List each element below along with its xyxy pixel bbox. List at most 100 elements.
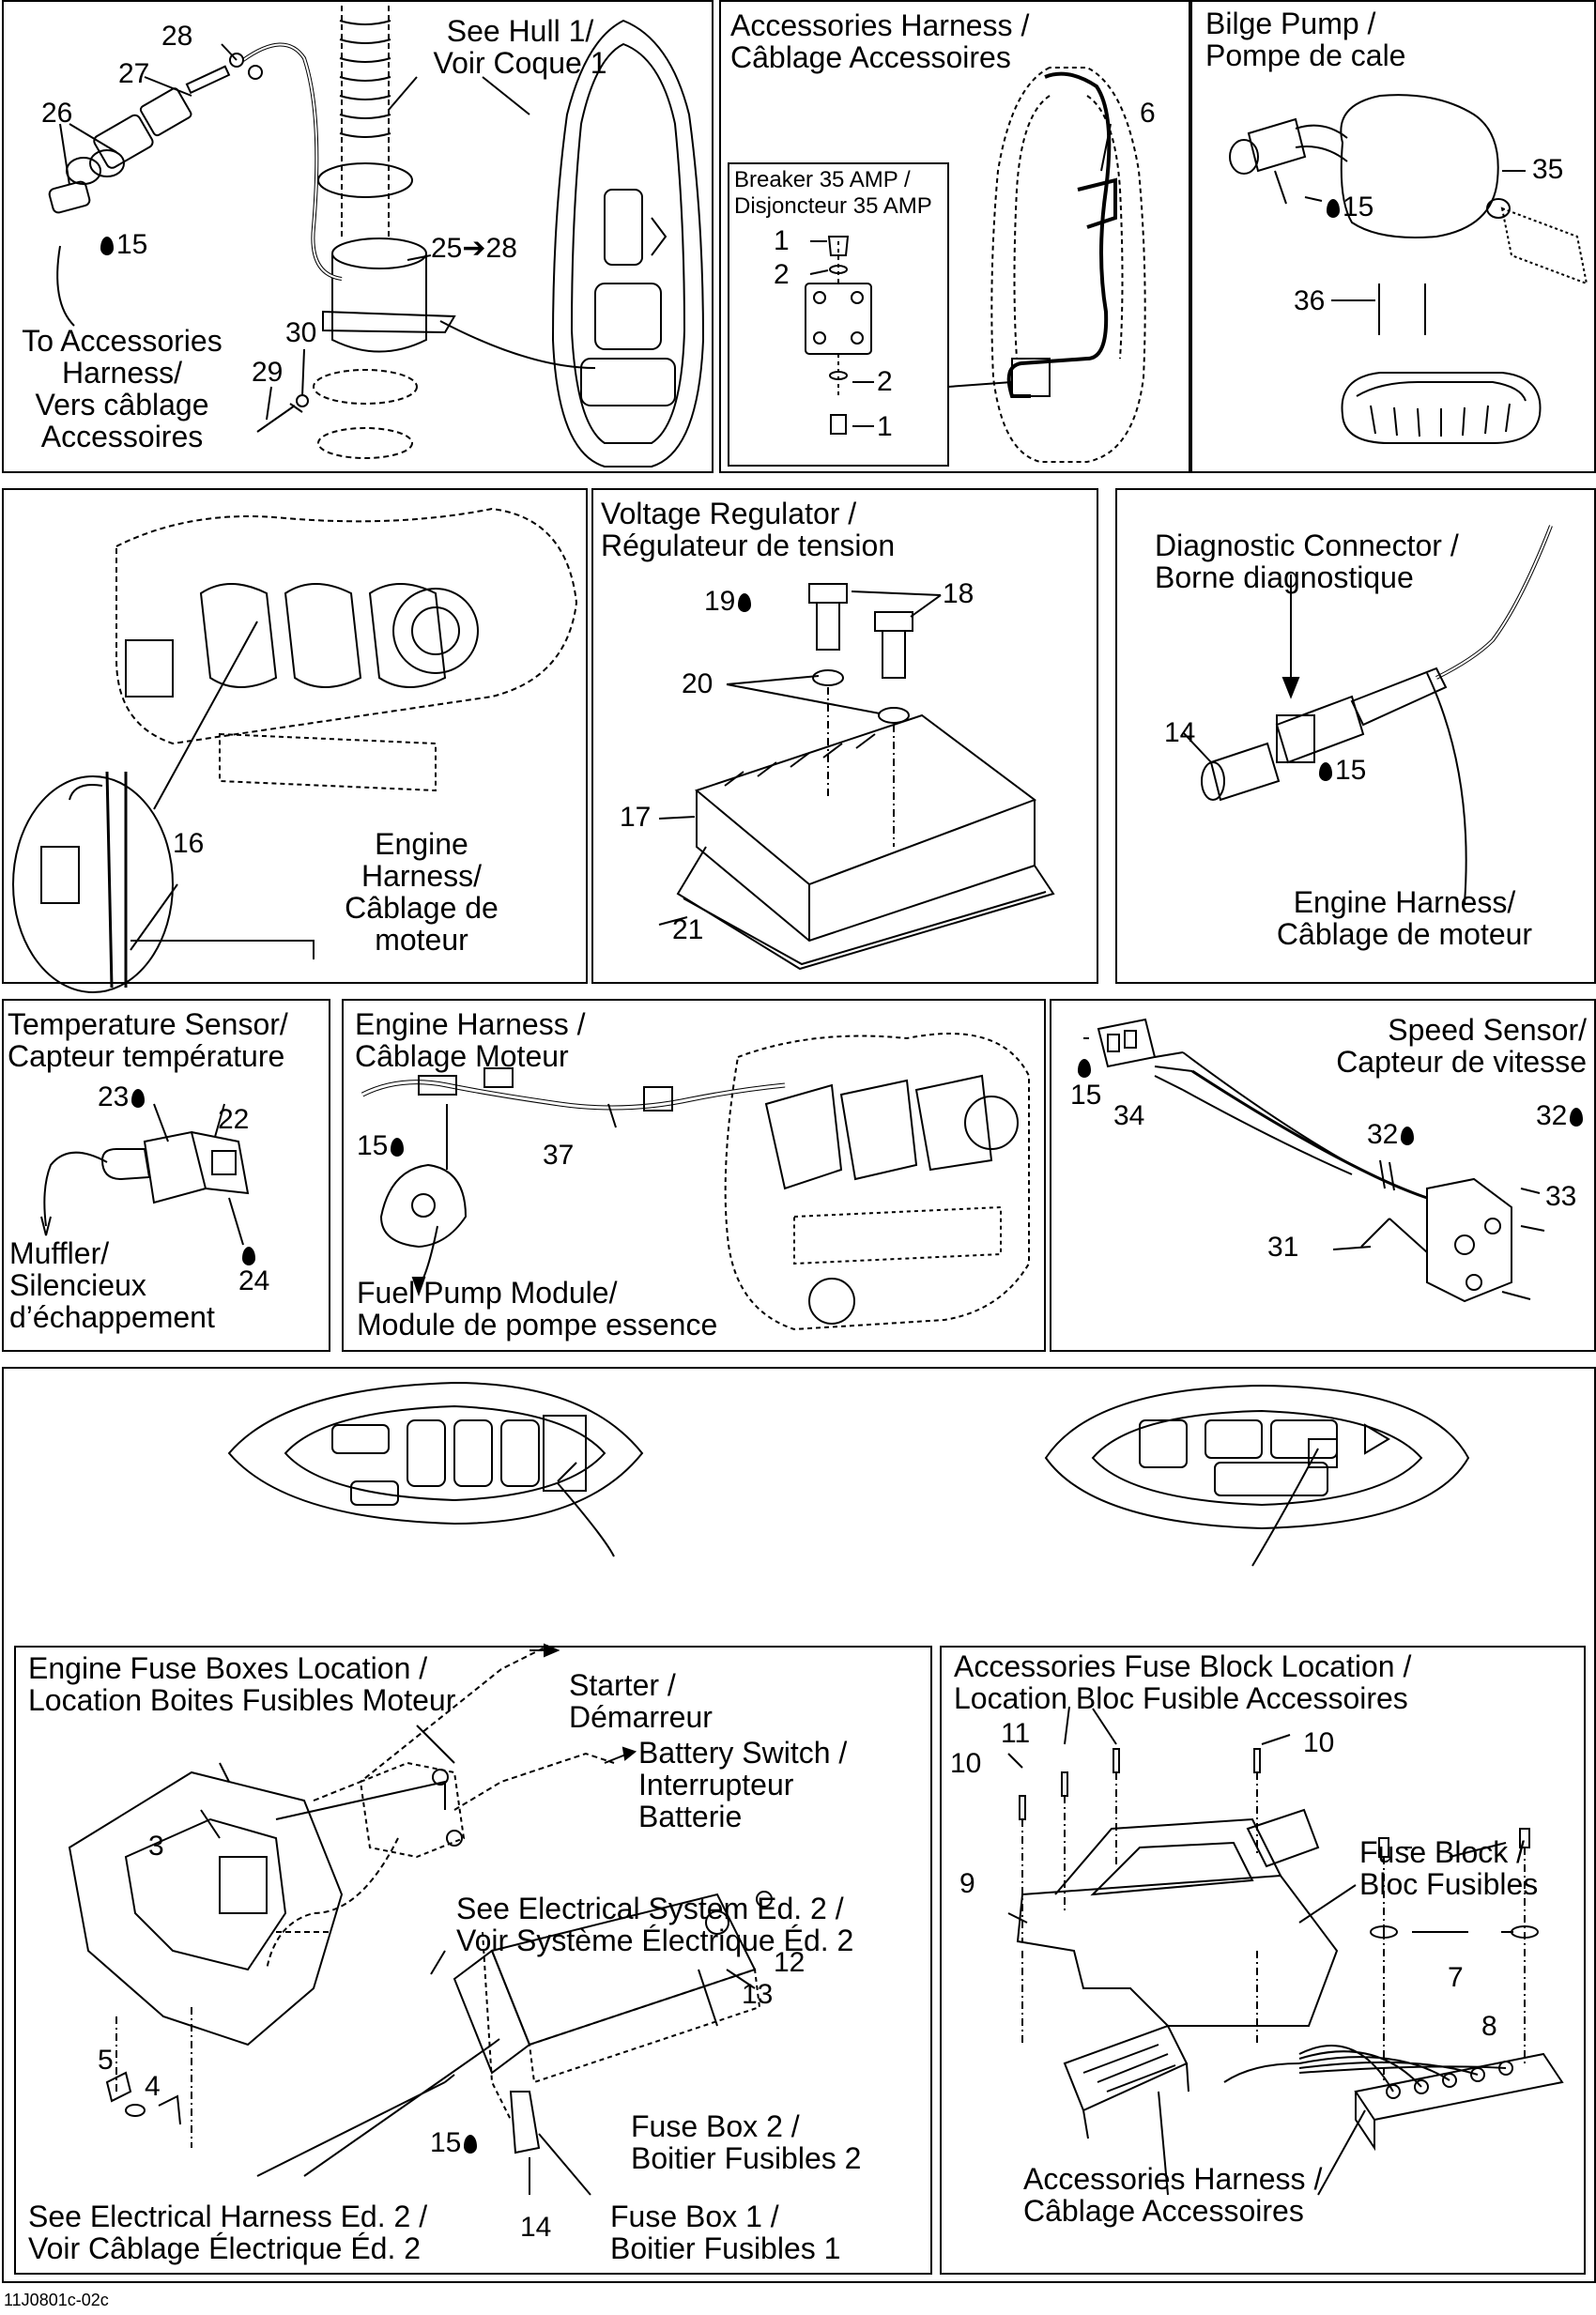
callout-3: 3 <box>148 1831 164 1862</box>
fuse-box-2-label: Fuse Box 2 / Boitier Fusibles 2 <box>631 2109 862 2175</box>
oil-drop-icon <box>131 1089 146 1108</box>
callout-15: 15 <box>1324 193 1373 222</box>
callout-13: 13 <box>742 1979 774 2010</box>
callout-21: 21 <box>672 914 704 945</box>
engine-fuse-title: Engine Fuse Boxes Location / Location Bo… <box>28 1651 456 1717</box>
hull-illustration <box>48 6 705 468</box>
see-electrical-harness-label: See Electrical Harness Ed. 2 / Voir Câbl… <box>28 2200 428 2265</box>
panel-accessories-harness: Accessories Harness / Câblage Accessoire… <box>719 0 1190 473</box>
callout-15: 15 <box>1316 757 1366 785</box>
bilge-pump-illustration <box>1229 94 1588 444</box>
engine-harness-mid-title: Engine Harness / Câblage Moteur <box>355 1007 586 1073</box>
oil-drop-icon <box>464 2135 478 2154</box>
callout-15: 15 <box>430 2129 480 2157</box>
fuse-block-label: Fuse Block / Bloc Fusibles <box>1359 1835 1539 1901</box>
oil-drop-icon <box>738 593 752 612</box>
to-accessories-harness-label: To Accessories Harness/ Vers câblage Acc… <box>22 324 223 453</box>
voltage-regulator-title: Voltage Regulator / Régulateur de tensio… <box>601 497 896 562</box>
callout-8: 8 <box>1481 2011 1497 2042</box>
see-hull-label: See Hull 1/ Voir Coque 1 <box>433 14 607 80</box>
callout-30: 30 <box>285 317 317 348</box>
callout-24: 24 <box>238 1245 269 1295</box>
callout-15: 15 <box>357 1132 407 1160</box>
battery-switch-label: Battery Switch / Interrupteur Batterie <box>638 1736 848 1833</box>
accessories-harness-bottom-label: Accessories Harness / Câblage Accessoire… <box>1023 2162 1323 2228</box>
callout-9: 9 <box>959 1868 975 1899</box>
speed-sensor-illustration <box>1083 1018 1545 1303</box>
oil-drop-icon <box>242 1247 255 1265</box>
callout-4: 4 <box>145 2071 161 2102</box>
boats-top-view <box>14 1381 1586 2275</box>
callout-2-top: 2 <box>774 259 790 290</box>
callout-1-bottom: 1 <box>877 411 893 442</box>
callout-25-28: 25➔28 <box>431 233 517 264</box>
starter-label: Starter / Démarreur <box>569 1668 713 1734</box>
callout-11: 11 <box>1001 1718 1031 1749</box>
callout-23: 23 <box>98 1083 147 1112</box>
panel-hull: See Hull 1/ Voir Coque 1 To Accessories … <box>2 0 714 473</box>
callout-32-b: 32 <box>1536 1102 1586 1130</box>
callout-14: 14 <box>520 2212 552 2243</box>
fuse-box-1-label: Fuse Box 1 / Boitier Fusibles 1 <box>610 2200 841 2265</box>
see-electrical-system-label: See Electrical System Ed. 2 / Voir Systè… <box>456 1892 854 1957</box>
engine-top-illustration <box>12 507 578 993</box>
callout-6: 6 <box>1140 98 1156 129</box>
speed-sensor-title: Speed Sensor/ Capteur de vitesse <box>1336 1013 1587 1079</box>
callout-27: 27 <box>118 58 150 89</box>
callout-37: 37 <box>543 1140 575 1171</box>
callout-7: 7 <box>1448 1962 1464 1993</box>
callout-22: 22 <box>218 1104 250 1135</box>
temperature-title: Temperature Sensor/ Capteur température <box>8 1007 288 1073</box>
callout-2-bottom: 2 <box>877 366 893 397</box>
panel-temperature-sensor: Temperature Sensor/ Capteur température … <box>2 999 330 1352</box>
oil-drop-icon <box>1319 762 1332 781</box>
muffler-label: Muffler/ Silencieux d’échappement <box>9 1236 215 1334</box>
callout-15: 15 <box>1070 1057 1101 1110</box>
figure-code: 11J0801c-02c <box>4 2291 109 2309</box>
accessories-fuse-title: Accessories Fuse Block Location / Locati… <box>954 1649 1412 1715</box>
breaker-label: Breaker 35 AMP / Disjoncteur 35 AMP <box>734 167 932 219</box>
accessories-harness-illustration <box>728 67 1146 467</box>
callout-26: 26 <box>41 98 73 129</box>
callout-29: 29 <box>252 357 284 388</box>
oil-drop-icon <box>1570 1108 1584 1127</box>
bilge-pump-title: Bilge Pump / Pompe de cale <box>1205 7 1406 72</box>
callout-28: 28 <box>161 21 193 52</box>
callout-14: 14 <box>1164 717 1196 748</box>
engine-harness-label: Engine Harness/ Câblage de moteur <box>345 827 499 957</box>
callout-12: 12 <box>774 1947 806 1978</box>
oil-drop-icon <box>391 1138 405 1157</box>
diagnostic-engine-harness-label: Engine Harness/ Câblage de moteur <box>1276 885 1533 951</box>
panel-speed-sensor: Speed Sensor/ Capteur de vitesse 15 34 3… <box>1050 999 1596 1352</box>
callout-19: 19 <box>704 588 754 616</box>
callout-34: 34 <box>1113 1100 1145 1131</box>
callout-20: 20 <box>682 668 714 699</box>
callout-33: 33 <box>1545 1181 1577 1212</box>
callout-16: 16 <box>173 828 205 859</box>
oil-drop-icon <box>1327 199 1340 218</box>
fuel-pump-label: Fuel Pump Module/ Module de pompe essenc… <box>357 1276 718 1341</box>
callout-31: 31 <box>1267 1232 1299 1263</box>
oil-drop-icon <box>100 237 114 255</box>
diagnostic-illustration <box>1182 525 1553 904</box>
panel-diagnostic-connector: Diagnostic Connector / Borne diagnostiqu… <box>1115 488 1596 984</box>
callout-36: 36 <box>1294 285 1326 316</box>
panel-engine-harness-mid: Engine Harness / Câblage Moteur Fuel Pum… <box>342 999 1046 1352</box>
temperature-sensor-illustration <box>40 1103 250 1246</box>
diagnostic-title: Diagnostic Connector / Borne diagnostiqu… <box>1155 529 1459 594</box>
callout-32-a: 32 <box>1367 1121 1417 1149</box>
callout-5: 5 <box>98 2045 114 2076</box>
panel-engine-harness-top: Engine Harness/ Câblage de moteur 16 <box>2 488 588 993</box>
callout-10-right: 10 <box>1303 1727 1335 1758</box>
callout-35: 35 <box>1532 154 1564 185</box>
oil-drop-icon <box>1401 1127 1415 1145</box>
callout-15: 15 <box>98 231 147 259</box>
voltage-regulator-illustration <box>658 583 1055 971</box>
accessories-harness-title: Accessories Harness / Câblage Accessoire… <box>730 8 1030 74</box>
callout-1-top: 1 <box>774 225 790 256</box>
callout-10-left: 10 <box>950 1748 982 1779</box>
panel-fuse-locations: Engine Fuse Boxes Location / Location Bo… <box>2 1367 1596 2283</box>
callout-17: 17 <box>620 802 652 833</box>
oil-drop-icon <box>1078 1059 1091 1078</box>
panel-bilge-pump: Bilge Pump / Pompe de cale 35 15 36 <box>1190 0 1596 473</box>
